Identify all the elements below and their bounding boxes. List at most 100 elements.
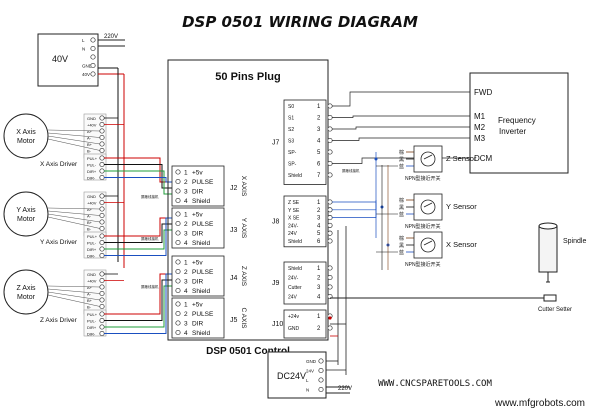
driver-terminal-label: GND <box>87 194 96 199</box>
driver-terminal-label: B+ <box>87 298 93 303</box>
driver-label: Z Axis Driver <box>40 317 78 324</box>
motor-symbol <box>3 191 49 237</box>
axis-name: Y AXIS <box>240 218 247 239</box>
driver-terminal-label: B+ <box>87 220 93 225</box>
driver-terminal-label: A- <box>87 213 92 218</box>
driver-terminal <box>99 147 105 154</box>
shield-note: 屏蔽线接机 <box>141 284 159 289</box>
axis-pin-label: PULSE <box>192 269 214 276</box>
connector-pin-label: 24V <box>288 231 298 237</box>
axis-pin-label: +5v <box>192 212 203 219</box>
connector-pin-label: 24V <box>288 295 298 301</box>
motor-symbol <box>3 113 49 159</box>
sensor-wire-label: 棕 <box>399 235 404 242</box>
driver-label: X Axis Driver <box>40 161 78 168</box>
motor-symbol <box>3 269 49 315</box>
psu-40v-pin-label: GND <box>82 64 93 69</box>
sensor-type: NPN型接近开关 <box>405 261 441 268</box>
motor-sub: Motor <box>17 138 36 145</box>
connector-id: J8 <box>272 218 280 225</box>
driver-terminal <box>99 297 105 303</box>
axis-pin-number: 3 <box>184 231 188 238</box>
axis-pin-label: Shield <box>192 240 210 247</box>
axis-pin-terminal <box>175 239 181 246</box>
connector-pin-label: Shield <box>288 173 302 179</box>
axis-pin-number: 2 <box>184 179 188 186</box>
plug-title: 50 Pins Plug <box>215 71 280 83</box>
sensor-wire-label: 棕 <box>399 197 404 204</box>
connector-pin-label: SP- <box>288 150 297 156</box>
driver-terminal-label: B+ <box>87 142 93 147</box>
axis-pin-number: 4 <box>184 330 188 337</box>
driver-terminal <box>99 155 105 161</box>
driver-terminal-label: GND <box>87 272 96 277</box>
psu-40v-terminal <box>90 54 96 60</box>
shield-note: 屏蔽线接机 <box>342 168 360 173</box>
connector-id: J10 <box>272 321 283 328</box>
connector-pin-number: 3 <box>317 285 321 291</box>
connector-pin-number: 1 <box>317 266 321 272</box>
connector-pin-label: Y SE <box>288 208 300 214</box>
driver-terminal-label: PUL- <box>87 318 97 323</box>
spindle: Spindle <box>538 222 586 283</box>
sensor-wire-label: 棕 <box>399 149 404 156</box>
connector-terminal <box>327 137 333 144</box>
driver-terminal <box>99 330 105 337</box>
axis-pin-terminal <box>175 220 181 227</box>
connector-id: J3 <box>230 227 238 234</box>
axis-pin-terminal <box>175 329 181 336</box>
driver-terminal-label: B- <box>87 304 92 309</box>
axis-pin-label: +5v <box>192 302 203 309</box>
motor-name: Z Axis <box>16 285 36 292</box>
connector-terminal <box>327 230 333 236</box>
psu-24v-terminal <box>318 386 324 393</box>
driver-terminal-label: DIR- <box>87 331 96 336</box>
inverter-terminal-label: M3 <box>474 134 486 143</box>
sensor-wire-label: 黑 <box>399 243 404 249</box>
axis-pin-number: 2 <box>184 221 188 228</box>
connector-pin-label: GND <box>288 326 300 332</box>
driver-terminal-label: DIR+ <box>87 169 97 174</box>
plug-outline <box>167 59 329 341</box>
axis-pin-number: 3 <box>184 189 188 196</box>
axis-pin-label: Shield <box>192 198 210 205</box>
driver-terminal <box>99 134 105 141</box>
axis-pin-label: PULSE <box>192 221 214 228</box>
axis-pin-label: DIR <box>192 231 204 238</box>
connector-pin-label: 24V- <box>288 276 299 282</box>
driver-terminal-label: DIR+ <box>87 247 97 252</box>
connector-pin-number: 6 <box>317 239 321 245</box>
psu-24v-label: DC24V <box>277 371 306 381</box>
axis-pin-label: Shield <box>192 288 210 295</box>
connector-pin-label: Shield <box>288 266 302 272</box>
connector-pin-label: S3 <box>288 139 294 145</box>
connector-terminal <box>327 274 333 281</box>
connector-terminal <box>327 160 333 167</box>
driver-terminal-label: A+ <box>87 285 93 290</box>
axis-pin-terminal <box>175 287 181 294</box>
axis-pin-terminal <box>175 301 181 307</box>
connector-pin-number: 2 <box>317 208 321 214</box>
shield-note: 屏蔽线接机 <box>141 236 159 241</box>
driver-terminal <box>99 246 105 252</box>
axis-pin-label: +5v <box>192 260 203 267</box>
axis-pin-terminal <box>175 188 181 194</box>
connector-id: J4 <box>230 275 238 282</box>
connector-pin-label: Shield <box>288 239 302 245</box>
psu-40v-pin-label: 40V <box>82 72 90 77</box>
axis-pin-number: 1 <box>184 170 188 177</box>
psu-24v-pin-label: N <box>306 388 309 393</box>
psu-24v-pin-label: GND <box>306 359 317 364</box>
driver-terminal <box>99 271 105 277</box>
driver-terminal <box>99 174 105 181</box>
axis-pin-terminal <box>175 230 181 236</box>
connector-terminal <box>327 126 333 132</box>
